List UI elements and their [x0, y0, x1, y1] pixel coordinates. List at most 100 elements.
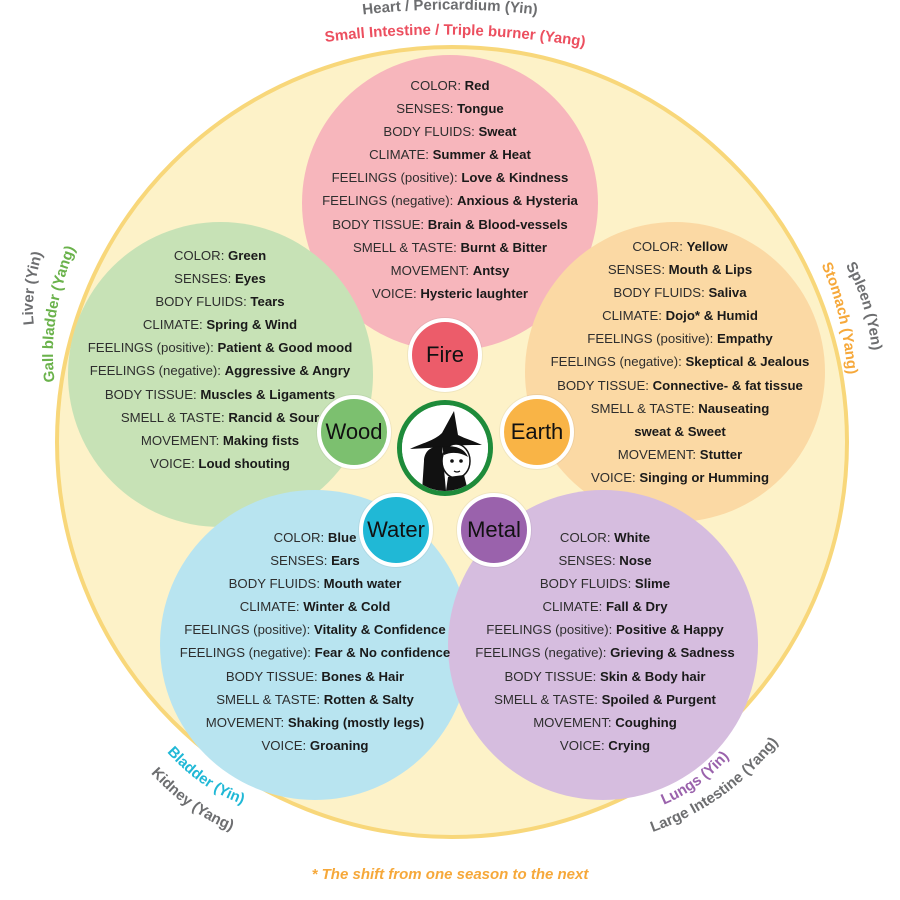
info-key: MOVEMENT:	[205, 714, 285, 730]
info-key: SENSES:	[558, 553, 616, 569]
info-key: COLOR:	[559, 530, 611, 545]
wood-info-line: BODY FLUIDS: Tears	[70, 290, 370, 313]
earth-info-line: SMELL & TASTE: Nauseating	[540, 397, 820, 420]
info-value: Loud shouting	[198, 455, 290, 471]
info-key: MOVEMENT:	[390, 262, 470, 278]
info-value: Summer & Heat	[432, 147, 531, 163]
earth-info-line: sweat & Sweet	[540, 420, 820, 443]
wood-info-line: MOVEMENT: Making fists	[70, 429, 370, 452]
wood-petal	[68, 222, 373, 527]
info-value: Fall & Dry	[605, 599, 668, 615]
info-value: Stutter	[699, 446, 743, 462]
info-key: CLIMATE:	[142, 317, 203, 333]
wood-info-line: SENSES: Eyes	[70, 267, 370, 290]
info-key: SMELL & TASTE:	[494, 691, 598, 707]
fire-info-line: SENSES: Tongue	[300, 97, 600, 120]
info-value: Fear & No confidence	[314, 645, 451, 661]
info-value: White	[614, 530, 651, 545]
water-info-line: BODY FLUIDS: Mouth water	[160, 572, 470, 595]
info-key: COLOR:	[632, 239, 683, 254]
info-key: SENSES:	[607, 262, 665, 278]
info-value: Spring & Wind	[206, 317, 298, 333]
metal-info-line: BODY FLUIDS: Slime	[455, 572, 755, 595]
info-value: Ears	[331, 553, 360, 569]
earth-info-line: BODY TISSUE: Connective- & fat tissue	[540, 374, 820, 397]
metal-info-line: CLIMATE: Fall & Dry	[455, 595, 755, 618]
info-key: BODY FLUIDS:	[228, 576, 320, 592]
info-key: SMELL & TASTE:	[216, 691, 321, 707]
info-key: FEELINGS (positive):	[587, 331, 714, 347]
info-key: SENSES:	[396, 101, 454, 117]
earth-info-line: CLIMATE: Dojo* & Humid	[540, 304, 820, 327]
wood-info-line: VOICE: Loud shouting	[70, 452, 370, 475]
info-key: MOVEMENT:	[533, 714, 612, 730]
info-key: CLIMATE:	[542, 599, 603, 615]
info-key: FEELINGS (negative):	[550, 354, 682, 370]
info-key: COLOR:	[273, 530, 325, 545]
fire-info-line: VOICE: Hysteric laughter	[300, 282, 600, 305]
wood-info-line: FEELINGS (positive): Patient & Good mood	[70, 336, 370, 359]
info-value: Nose	[619, 553, 652, 569]
fire-info-line: SMELL & TASTE: Burnt & Bitter	[300, 236, 600, 259]
metal-info-line: FEELINGS (positive): Positive & Happy	[455, 618, 755, 641]
water-info-line: SENSES: Ears	[160, 549, 470, 572]
info-key: BODY TISSUE:	[332, 216, 425, 232]
fire-info-line: FEELINGS (negative): Anxious & Hysteria	[300, 189, 600, 212]
info-value: Empathy	[717, 331, 773, 347]
info-key: FEELINGS (negative):	[322, 193, 454, 209]
info-value: Winter & Cold	[303, 599, 391, 615]
info-key: BODY TISSUE:	[225, 668, 318, 684]
metal-info-line: FEELINGS (negative): Grieving & Sadness	[455, 641, 755, 664]
earth-badge: Earth	[500, 395, 574, 469]
info-key: BODY TISSUE:	[504, 668, 597, 684]
wood-info-line: COLOR: Green	[70, 244, 370, 267]
fire-yang-label: Small Intestine / Triple burner (Yang)	[324, 22, 587, 51]
earth-info-line: FEELINGS (negative): Skeptical & Jealous	[540, 350, 820, 373]
witch-portrait-svg	[402, 405, 488, 491]
water-info-line: BODY TISSUE: Bones & Hair	[160, 665, 470, 688]
info-value: Green	[228, 248, 267, 263]
fire-info-line: CLIMATE: Summer & Heat	[300, 143, 600, 166]
info-value: Connective- & fat tissue	[652, 377, 803, 393]
info-value: Singing or Humming	[639, 469, 770, 485]
info-value: Positive & Happy	[616, 622, 724, 638]
water-badge: Water	[359, 493, 433, 567]
fire-info-line: FEELINGS (positive): Love & Kindness	[300, 166, 600, 189]
earth-petal	[525, 222, 825, 522]
wood-yin-label: Liver (Yin)	[20, 249, 46, 326]
info-key: SENSES:	[174, 271, 232, 287]
info-key: FEELINGS (positive):	[184, 622, 311, 638]
info-key: FEELINGS (positive):	[87, 340, 214, 356]
info-value: Saliva	[708, 285, 747, 301]
info-value: Spoiled & Purgent	[601, 691, 716, 707]
info-key: FEELINGS (positive):	[486, 622, 613, 638]
metal-info-line: VOICE: Crying	[455, 734, 755, 757]
info-key: CLIMATE:	[602, 308, 662, 324]
earth-info-line: SENSES: Mouth & Lips	[540, 258, 820, 281]
info-key: BODY TISSUE:	[557, 377, 649, 393]
info-key: BODY FLUIDS:	[613, 285, 705, 301]
metal-badge: Metal	[457, 493, 531, 567]
info-key: COLOR:	[173, 248, 225, 263]
metal-yang-label: Large Intestine (Yang)	[648, 734, 781, 836]
earth-info-line: COLOR: Yellow	[540, 235, 820, 258]
info-key: SMELL & TASTE:	[590, 400, 695, 416]
info-value: Yellow	[686, 239, 728, 254]
info-key: BODY FLUIDS:	[539, 576, 632, 592]
info-value: Slime	[634, 576, 671, 592]
earth-info-line: BODY FLUIDS: Saliva	[540, 281, 820, 304]
info-key: FEELINGS (positive):	[331, 170, 458, 186]
info-value: sweat & Sweet	[634, 423, 726, 439]
info-value: Muscles & Ligaments	[200, 386, 336, 402]
info-key: SENSES:	[270, 553, 328, 569]
info-value: Tongue	[457, 101, 504, 117]
info-key: VOICE:	[559, 737, 605, 753]
info-value: Rotten & Salty	[323, 691, 414, 707]
info-value: Eyes	[235, 271, 266, 287]
wood-yang-label: Gall bladder (Yang)	[40, 243, 79, 383]
info-key: VOICE:	[150, 455, 195, 471]
metal-info-line: COLOR: White	[455, 526, 755, 549]
info-value: Sweat	[478, 124, 517, 140]
info-value: Nauseating	[698, 400, 770, 416]
